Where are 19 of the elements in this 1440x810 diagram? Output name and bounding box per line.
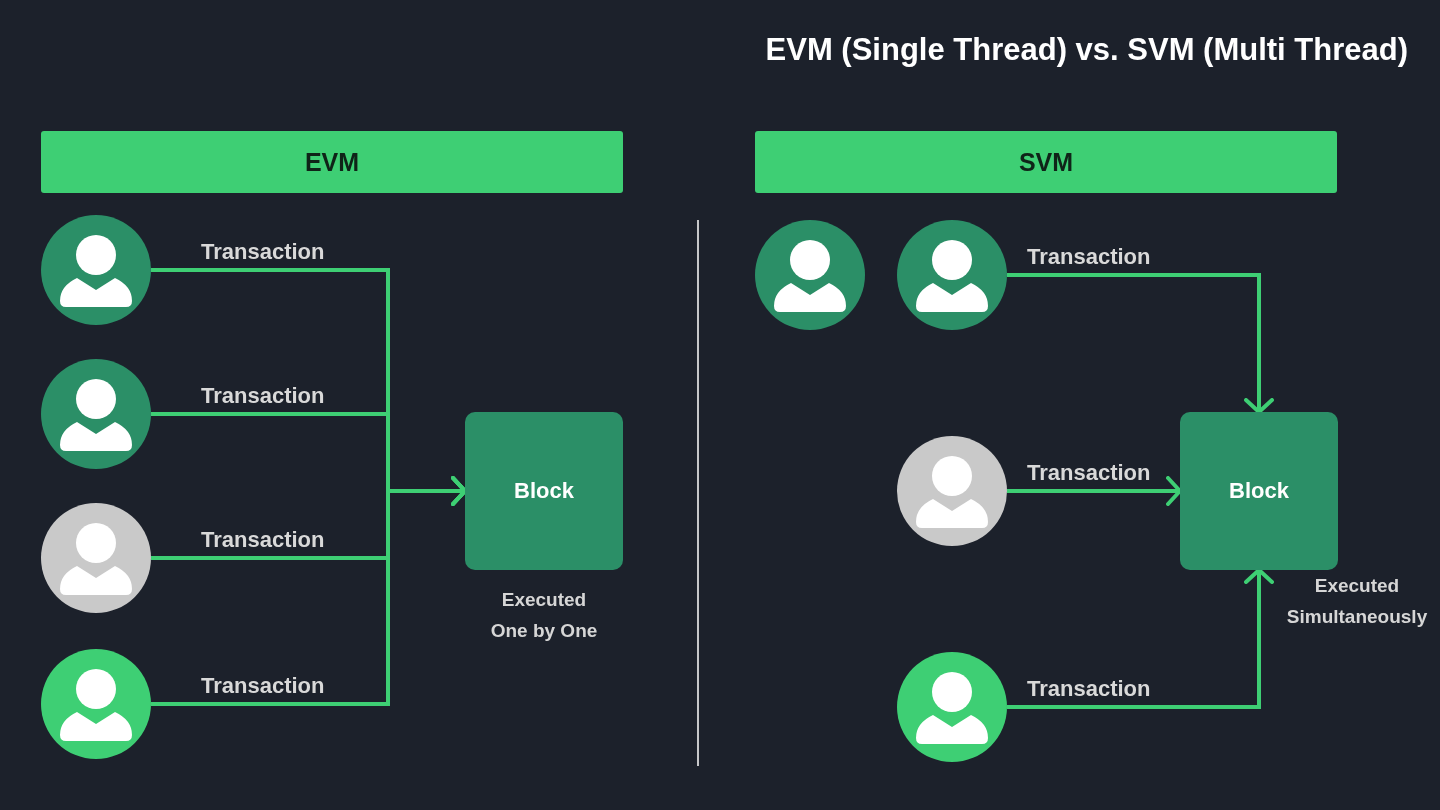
process-box: Block bbox=[465, 412, 623, 570]
user-avatar-icon bbox=[41, 215, 151, 325]
user-avatar-icon bbox=[41, 503, 151, 613]
caption-text: Executed One by One bbox=[489, 588, 599, 643]
user-avatar-icon bbox=[41, 649, 151, 759]
caption-text: Executed Simultaneously bbox=[1285, 574, 1429, 629]
section-header: SVM bbox=[755, 131, 1337, 193]
title-text: EVM (Single Thread) vs. SVM (Multi Thread) bbox=[765, 31, 1408, 69]
user-avatar-icon bbox=[897, 220, 1007, 330]
arrow bbox=[1007, 273, 1274, 414]
arrow bbox=[1007, 476, 1182, 506]
user-avatar-icon bbox=[755, 220, 865, 330]
arrow bbox=[1007, 568, 1274, 709]
user-avatar-icon bbox=[897, 436, 1007, 546]
process-box: Block bbox=[1180, 412, 1338, 570]
section-header: EVM bbox=[41, 131, 623, 193]
user-avatar-icon bbox=[41, 359, 151, 469]
user-avatar-icon bbox=[897, 652, 1007, 762]
arrow bbox=[151, 476, 467, 706]
